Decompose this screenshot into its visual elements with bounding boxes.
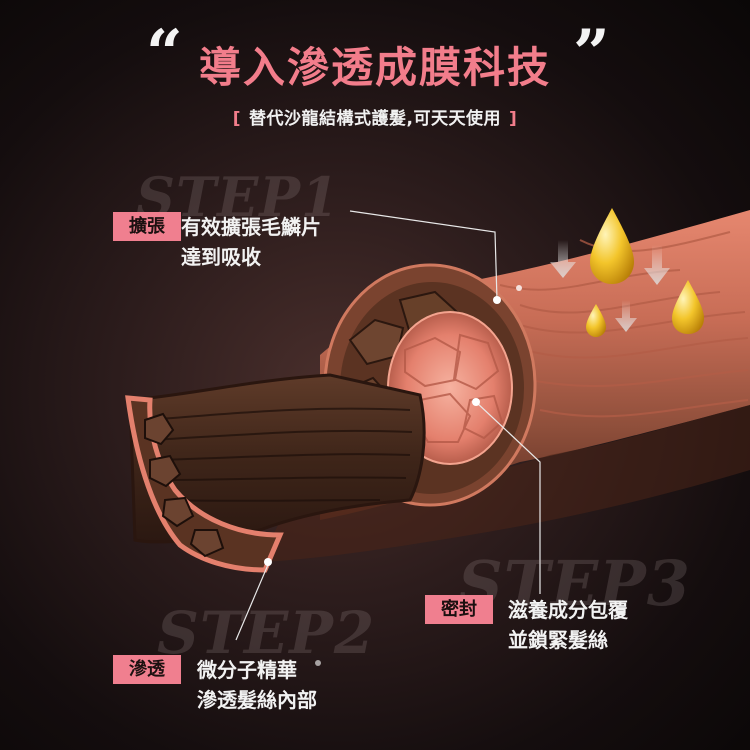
step3-watermark: STEP3 bbox=[458, 547, 691, 620]
arrow-down-icon bbox=[550, 240, 576, 278]
page-title: 導入滲透成膜科技 bbox=[198, 43, 551, 92]
ribbon-cells bbox=[144, 412, 225, 558]
step2-watermark: STEP2 bbox=[157, 599, 376, 667]
oil-drop-large bbox=[590, 208, 634, 284]
step2-line1: 微分子精華 bbox=[197, 658, 297, 682]
arrow-down-icon bbox=[615, 300, 637, 332]
close-quote-mark: ” bbox=[573, 16, 610, 91]
step1-line1: 有效擴張毛鱗片 bbox=[181, 215, 321, 239]
open-quote-mark: “ bbox=[146, 16, 183, 91]
step1-line2: 達到吸收 bbox=[181, 245, 261, 269]
step3-line1: 滋養成分包覆 bbox=[508, 598, 628, 622]
callout-dot-step2 bbox=[264, 558, 272, 566]
callout-dot-step1 bbox=[493, 296, 501, 304]
step3-description: 滋養成分包覆 並鎖緊髮絲 bbox=[508, 595, 628, 655]
hair-shadow bbox=[260, 405, 750, 562]
step3-line2: 並鎖緊髮絲 bbox=[508, 628, 608, 652]
subtitle-bracket-right: ] bbox=[508, 109, 518, 129]
subtitle-text: 替代沙龍結構式護髮,可天天使用 bbox=[249, 109, 501, 129]
step1-badge: 擴張 bbox=[113, 212, 181, 241]
oil-drop-small bbox=[586, 304, 606, 337]
callout-line-step3 bbox=[475, 401, 541, 594]
callout-line-step2 bbox=[235, 559, 271, 641]
step2-badge: 滲透 bbox=[113, 655, 181, 684]
step1-description: 有效擴張毛鱗片 達到吸收 bbox=[181, 212, 321, 272]
callout-dot-step3 bbox=[472, 398, 480, 406]
ribbon-grain bbox=[144, 407, 413, 502]
arrow-down-icon bbox=[644, 245, 670, 285]
callout-lines bbox=[235, 210, 541, 641]
callout-dot-extra bbox=[516, 285, 522, 291]
callout-line-step1 bbox=[349, 210, 498, 301]
subtitle-bracket-left: [ bbox=[232, 109, 242, 129]
step3-badge: 密封 bbox=[425, 595, 493, 624]
step2-description: 微分子精華 滲透髮絲內部 bbox=[197, 655, 317, 715]
sparkle-dot bbox=[315, 660, 321, 666]
oil-drop-right bbox=[672, 280, 704, 334]
absorb-arrows bbox=[550, 240, 670, 332]
page-subtitle: [ 替代沙龍結構式護髮,可天天使用] bbox=[0, 104, 750, 129]
step2-line2: 滲透髮絲內部 bbox=[197, 688, 317, 712]
